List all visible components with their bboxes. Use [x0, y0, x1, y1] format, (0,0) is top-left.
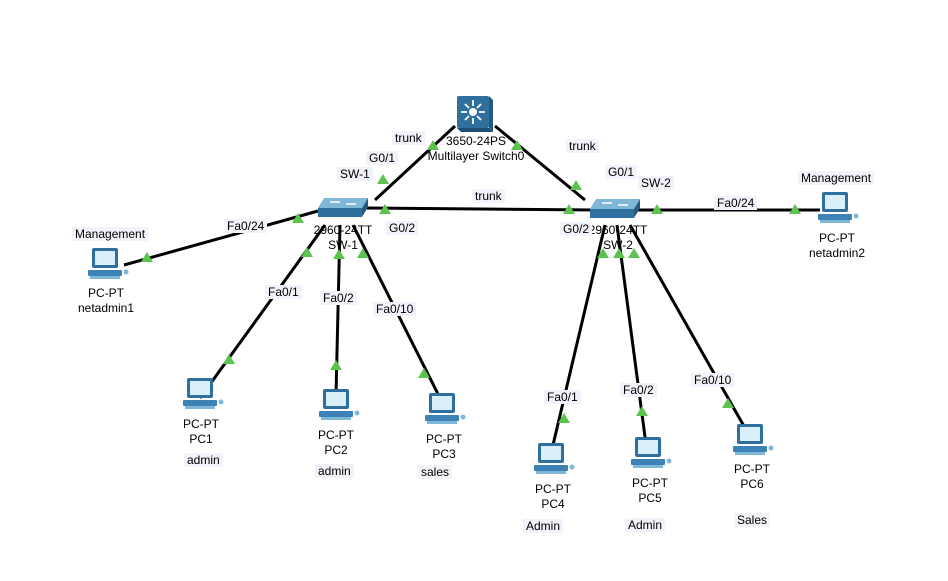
sw2-model: 2960-24TT: [588, 223, 648, 237]
switch-icon[interactable]: [317, 197, 369, 218]
port-light: [511, 140, 523, 150]
port-label: Fa0/1: [544, 390, 581, 404]
pc-icon[interactable]: [631, 437, 672, 468]
pc-role-label: Sales: [734, 513, 771, 527]
pc-icon[interactable]: [534, 443, 575, 474]
port-light: [427, 140, 439, 150]
pc-type-label: PC-PT: [632, 476, 668, 490]
pc-role-label: Management: [798, 171, 875, 185]
link-sw2-pc4[interactable]: [547, 224, 607, 463]
link-sw1-sw2[interactable]: [364, 206, 596, 212]
link-sw2-pc5[interactable]: [615, 224, 649, 453]
port-light: [636, 406, 648, 416]
pc-name-label: PC5: [638, 491, 662, 505]
pc-icon[interactable]: [425, 393, 466, 424]
pc-role-label: Admin: [523, 519, 564, 533]
port-label: Fa0/10: [373, 302, 417, 316]
trunk-label: trunk: [392, 131, 425, 145]
multilayer-name: Multilayer Switch0: [427, 149, 525, 163]
port-light: [597, 248, 609, 258]
pc-name-label: PC1: [189, 432, 213, 446]
pc-icon[interactable]: [319, 389, 360, 420]
port-light: [570, 180, 582, 190]
port-label: Fa0/24: [224, 219, 268, 233]
pc-name-label: PC3: [432, 447, 456, 461]
port-label: Fa0/2: [620, 383, 657, 397]
port-label: Fa0/2: [320, 291, 357, 305]
port-light: [330, 360, 342, 370]
port-label: Fa0/24: [714, 196, 758, 210]
port-light: [563, 204, 575, 214]
pc-role-label: sales: [418, 465, 453, 479]
pc-role-label: Management: [72, 227, 149, 241]
trunk-label: trunk: [472, 189, 505, 203]
trunk-label: trunk: [566, 139, 599, 153]
link-sw1-netadmin1[interactable]: [123, 209, 319, 267]
port-label: G0/1: [605, 165, 638, 179]
port-light: [628, 248, 640, 258]
pc-type-label: PC-PT: [819, 231, 855, 245]
sw1-tag: SW-1: [337, 167, 373, 181]
port-light: [141, 252, 153, 262]
port-light: [379, 204, 391, 214]
pc-name-label: netadmin1: [77, 301, 135, 315]
pc-role-label: Admin: [625, 518, 666, 532]
pc-type-label: PC-PT: [535, 482, 571, 496]
sw2-tag: SW-2: [638, 176, 674, 190]
link-ml-sw2[interactable]: [494, 124, 586, 202]
port-label: G0/2: [386, 221, 419, 235]
pc-role-label: admin: [184, 453, 223, 467]
pc-icon[interactable]: [733, 424, 774, 455]
pc-role-label: admin: [315, 464, 354, 478]
pc-type-label: PC-PT: [734, 462, 770, 476]
port-light: [333, 249, 345, 259]
pc-icon[interactable]: [183, 378, 224, 409]
port-label: Fa0/10: [691, 373, 735, 387]
pc-type-label: PC-PT: [88, 286, 124, 300]
multilayer-model: 3650-24PS: [445, 134, 507, 148]
pc-icon[interactable]: [88, 248, 129, 279]
pc-name-label: netadmin2: [808, 246, 866, 260]
port-light: [357, 248, 369, 258]
switch-icon[interactable]: [589, 198, 641, 219]
sw1-name: SW-1: [328, 238, 358, 252]
port-light: [292, 213, 304, 223]
pc-icon[interactable]: [818, 192, 859, 223]
port-light: [418, 368, 430, 378]
pc-type-label: PC-PT: [183, 417, 219, 431]
sw2-name: SW-2: [603, 238, 633, 252]
port-light: [301, 247, 313, 257]
port-label: Fa0/1: [265, 285, 302, 299]
port-label: G0/2: [560, 222, 593, 236]
pc-name-label: PC6: [740, 477, 764, 491]
port-light: [223, 354, 235, 364]
pc-name-label: PC4: [541, 497, 565, 511]
sw1-model: 2960-24TT: [313, 223, 373, 237]
pc-type-label: PC-PT: [426, 432, 462, 446]
link-ml-sw1[interactable]: [373, 124, 457, 202]
port-light: [613, 248, 625, 258]
pc-type-label: PC-PT: [318, 428, 354, 442]
port-light: [558, 413, 570, 423]
port-light: [789, 204, 801, 214]
multilayer-switch-icon[interactable]: [456, 95, 494, 133]
pc-name-label: PC2: [324, 443, 348, 457]
port-light: [377, 174, 389, 184]
port-label: G0/1: [366, 151, 399, 165]
port-light: [722, 398, 734, 408]
link-sw2-pc6[interactable]: [628, 224, 747, 429]
port-light: [651, 204, 663, 214]
